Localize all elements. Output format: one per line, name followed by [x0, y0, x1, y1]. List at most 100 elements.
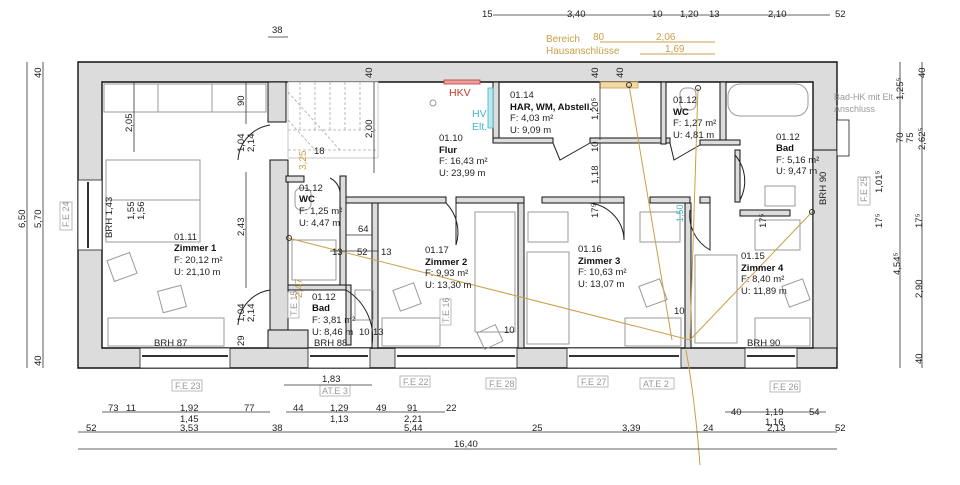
svg-text:64: 64	[358, 224, 369, 235]
svg-text:Zimmer 3: Zimmer 3	[578, 256, 620, 267]
svg-text:U: 11,89 m: U: 11,89 m	[741, 286, 787, 297]
svg-text:F.E 23: F.E 23	[175, 381, 201, 391]
svg-text:25: 25	[532, 423, 543, 434]
svg-text:22: 22	[446, 403, 457, 414]
svg-text:U: 13,30 m: U: 13,30 m	[425, 280, 472, 291]
svg-text:38: 38	[272, 25, 283, 36]
svg-text:HAR, WM, Abstell.: HAR, WM, Abstell.	[510, 102, 592, 113]
svg-text:5,44: 5,44	[404, 423, 423, 434]
utility-lines	[286, 82, 815, 466]
room-har[interactable]: 01.14 HAR, WM, Abstell. F: 4,03 m² U: 9,…	[510, 90, 592, 136]
svg-text:F: 5,16 m²: F: 5,16 m²	[776, 155, 819, 166]
svg-text:1,69: 1,69	[665, 44, 685, 55]
bad-hk-label: Bad-HK mit Elt.-	[834, 92, 899, 102]
room-zimmer-4[interactable]: 01.15 Zimmer 4 F: 8,40 m² U: 11,89 m	[741, 251, 787, 297]
svg-text:10: 10	[652, 9, 663, 20]
svg-text:17⁵: 17⁵	[874, 213, 885, 228]
svg-text:WC: WC	[299, 194, 315, 205]
svg-text:1,45: 1,45	[180, 414, 199, 425]
svg-text:U: 9,09 m: U: 9,09 m	[510, 125, 551, 136]
room-bad-left[interactable]: 01.12 Bad F: 3,81 m² U: 8,46 m	[312, 292, 355, 338]
svg-text:01.12: 01.12	[299, 183, 323, 194]
svg-text:91: 91	[407, 403, 418, 414]
svg-text:73: 73	[108, 403, 119, 414]
svg-text:01.17: 01.17	[425, 245, 449, 256]
svg-text:70: 70	[895, 132, 906, 143]
hv-elt-label: Elt.	[472, 121, 487, 133]
brh90-right-label: BRH 90	[818, 172, 829, 205]
bereich-label: Bereich	[546, 34, 580, 45]
hausanschluesse-label: Hausanschlüsse	[546, 46, 620, 57]
svg-text:T.E 15: T.E 15	[289, 290, 299, 316]
svg-text:3,53: 3,53	[180, 423, 199, 434]
svg-text:01.11: 01.11	[174, 232, 197, 243]
room-wc-left[interactable]: 01.12 WC F: 1,25 m² U: 4,47 m	[299, 183, 342, 229]
svg-text:29: 29	[236, 335, 247, 346]
svg-text:F: 9,93 m²: F: 9,93 m²	[425, 268, 468, 279]
svg-text:F: 8,40 m²: F: 8,40 m²	[741, 274, 784, 285]
svg-text:13: 13	[381, 247, 392, 258]
svg-text:WC: WC	[673, 107, 689, 118]
doors	[237, 124, 746, 346]
svg-text:2,21: 2,21	[404, 414, 423, 425]
svg-text:10: 10	[590, 141, 601, 152]
svg-text:40: 40	[914, 353, 925, 364]
dims-right: 40 1,25⁵ 70 75 2,62⁵ 1,01⁵ 17⁵ 17⁵ 4,54⁵…	[874, 62, 928, 368]
svg-text:1,56: 1,56	[136, 202, 147, 221]
svg-text:F.E 26: F.E 26	[773, 382, 799, 392]
svg-text:1,13: 1,13	[330, 414, 349, 425]
brh88-label: BRH 88	[314, 338, 347, 349]
brh143-label: BRH 1,43	[104, 197, 115, 238]
svg-text:52: 52	[86, 423, 97, 434]
svg-text:44: 44	[293, 403, 304, 414]
svg-text:2,14: 2,14	[246, 304, 257, 323]
dims-left: 6,50 5,70 40 40	[17, 62, 44, 368]
svg-text:F.E 27: F.E 27	[581, 377, 607, 387]
dims-bottom: 73 11 1,92 77 44 1,29 49 91 22 40 1,19 5…	[78, 403, 846, 450]
svg-text:2,06: 2,06	[656, 32, 676, 43]
svg-text:1,19: 1,19	[765, 407, 784, 418]
svg-text:Bad: Bad	[776, 143, 794, 154]
svg-text:54: 54	[809, 407, 820, 418]
annotations: HKV HV Elt. Bereich Hausanschlüsse Bad-H…	[104, 34, 899, 349]
svg-text:6,50: 6,50	[17, 210, 28, 229]
dim-150-label: 1,50	[675, 204, 685, 222]
svg-text:52: 52	[357, 247, 368, 258]
anschluss-label: Anschluss	[834, 104, 876, 114]
svg-text:U: 13,07 m: U: 13,07 m	[578, 279, 625, 290]
svg-text:16,40: 16,40	[454, 439, 478, 450]
svg-text:T.E 16: T.E 16	[441, 297, 451, 323]
svg-text:F.E 28: F.E 28	[489, 379, 515, 389]
svg-text:17⁵: 17⁵	[914, 213, 925, 228]
svg-text:Zimmer 1: Zimmer 1	[174, 243, 217, 254]
svg-text:2,14: 2,14	[246, 134, 257, 153]
svg-text:01.16: 01.16	[578, 244, 602, 255]
svg-text:18: 18	[314, 146, 325, 157]
svg-text:10: 10	[674, 306, 685, 317]
svg-text:1,55: 1,55	[126, 202, 137, 221]
svg-text:5,70: 5,70	[33, 210, 44, 229]
room-flur[interactable]: 01.10 Flur F: 16,43 m² U: 23,99 m	[439, 133, 488, 179]
room-bad-top[interactable]: 01.12 Bad F: 5,16 m² U: 9,47 m	[776, 132, 819, 177]
svg-text:52: 52	[835, 423, 846, 434]
svg-text:2,62⁵: 2,62⁵	[917, 128, 928, 150]
svg-text:15: 15	[482, 9, 493, 20]
dims-top: 38 15 3,40 10 1,20 13 2,10 52 80 2,06 1,…	[268, 9, 846, 55]
svg-text:80: 80	[593, 32, 605, 43]
svg-text:24: 24	[703, 423, 714, 434]
svg-text:1,16: 1,16	[765, 417, 784, 428]
svg-text:90: 90	[236, 95, 247, 106]
room-wc-top[interactable]: 01.12 WC F: 1,27 m² U: 4,81 m	[673, 95, 716, 141]
room-zimmer-1[interactable]: 01.11 Zimmer 1 F: 20,12 m² U: 21,10 m	[174, 232, 223, 278]
svg-text:2,00: 2,00	[364, 120, 375, 139]
room-zimmer-2[interactable]: 01.17 Zimmer 2 F: 9,93 m² U: 13,30 m	[425, 245, 472, 291]
svg-text:40: 40	[731, 407, 742, 418]
svg-text:2,13: 2,13	[767, 423, 786, 434]
room-zimmer-3[interactable]: 01.16 Zimmer 3 F: 10,63 m² U: 13,07 m	[578, 244, 627, 290]
svg-text:40: 40	[33, 67, 44, 78]
element-tags: F.E 24 F.E 25 F.E 23 AT.E 3 F.E 22 F.E 2…	[59, 176, 871, 397]
svg-text:01.12: 01.12	[312, 292, 336, 303]
svg-text:52: 52	[835, 9, 846, 20]
svg-text:01.10: 01.10	[439, 133, 463, 144]
svg-text:F: 1,27 m²: F: 1,27 m²	[673, 118, 716, 129]
